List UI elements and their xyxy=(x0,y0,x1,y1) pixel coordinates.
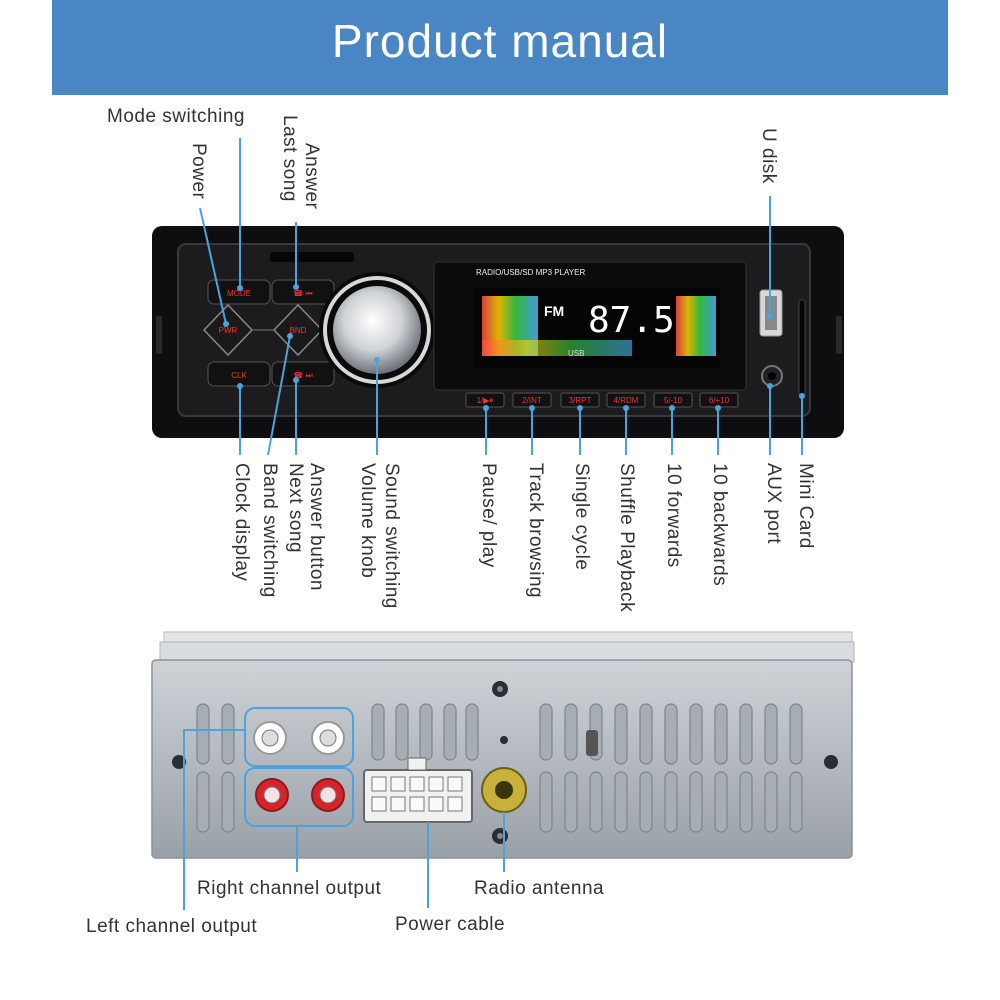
label-next-song: Next song xyxy=(285,463,306,553)
svg-text:☎ ⏮: ☎ ⏮ xyxy=(293,289,312,298)
leader-dot-band-switching xyxy=(287,333,293,339)
label-ten-forwards: 10 forwards xyxy=(663,463,684,568)
preset-buttons: 1/▶⏸ 2/INT 3/RPT 4/RDM 5/-10 6/+10 xyxy=(465,392,739,408)
answer-next-button[interactable]: ☎ ⏭ xyxy=(271,361,335,387)
preset-label-2: 2/INT xyxy=(522,396,542,405)
preset-label-5: 5/-10 xyxy=(664,396,683,405)
preset-button-5[interactable]: 5/-10 xyxy=(653,392,693,408)
label-single-cycle: Single cycle xyxy=(571,463,592,570)
front-panel: MODE ☎ ⏮ PWR BND CLK ☎ ⏭ IR xyxy=(152,226,844,438)
label-answer: Answer xyxy=(301,143,322,210)
label-mini-card: Mini Card xyxy=(795,463,816,549)
device-title: RADIO/USB/SD MP3 PLAYER xyxy=(476,268,585,277)
svg-text:BND: BND xyxy=(290,326,307,335)
preset-button-6[interactable]: 6/+10 xyxy=(699,392,739,408)
pwr-button[interactable]: PWR xyxy=(202,303,254,357)
rca-white-right xyxy=(311,721,345,755)
lcd-frequency: 87.5 xyxy=(588,300,675,341)
header-banner: Product manual xyxy=(52,0,948,95)
label-power: Power xyxy=(188,143,209,200)
mini-card-slot[interactable] xyxy=(798,299,806,397)
antenna-socket xyxy=(481,767,527,813)
leader-band-switching xyxy=(267,335,291,456)
label-right-channel-output: Right channel output xyxy=(197,878,382,899)
bnd-button[interactable]: BND xyxy=(272,303,324,357)
preset-label-1: 1/▶⏸ xyxy=(477,396,494,405)
page-title: Product manual xyxy=(331,15,669,67)
leader-dot-track-browsing xyxy=(529,405,535,411)
leader-dot-ten-backwards xyxy=(715,405,721,411)
label-ten-backwards: 10 backwards xyxy=(709,463,730,586)
rca-red-left xyxy=(255,778,289,812)
svg-text:CLK: CLK xyxy=(231,371,247,380)
leader-dot-shuffle-playback xyxy=(623,405,629,411)
rca-white-left xyxy=(253,721,287,755)
preset-button-2[interactable]: 2/INT xyxy=(512,392,552,408)
label-last-song: Last song xyxy=(279,115,300,202)
leader-dot-mini-card xyxy=(799,393,805,399)
leader-dot-clock-display xyxy=(237,383,243,389)
label-power-cable: Power cable xyxy=(395,914,505,935)
label-track-browsing: Track browsing xyxy=(525,463,546,598)
leader-dot-next-song xyxy=(293,377,299,383)
svg-text:☎ ⏭: ☎ ⏭ xyxy=(293,371,312,380)
label-shuffle-playback: Shuffle Playback xyxy=(616,463,637,612)
leader-dot-volume-knob xyxy=(374,357,380,363)
leader-dot-aux-port xyxy=(767,383,773,389)
label-pause-play: Pause/ play xyxy=(478,463,499,568)
lcd-usb-indicator: USB xyxy=(568,349,584,358)
aux-port[interactable] xyxy=(761,365,783,387)
label-u-disk: U disk xyxy=(758,128,779,184)
leader-dot-pause-play xyxy=(483,405,489,411)
label-left-channel-output: Left channel output xyxy=(86,916,257,937)
answer-last-button[interactable]: ☎ ⏮ xyxy=(271,279,335,305)
preset-button-4[interactable]: 4/RDM xyxy=(606,392,646,408)
preset-label-3: 3/RPT xyxy=(569,396,592,405)
label-radio-antenna: Radio antenna xyxy=(474,878,604,899)
label-aux-port: AUX port xyxy=(763,463,784,544)
power-connector xyxy=(363,757,473,823)
lcd-screen: FM 87.5 USB xyxy=(474,288,720,368)
leader-dot-ten-forwards xyxy=(669,405,675,411)
label-sound-switching: Sound switching xyxy=(381,463,402,609)
preset-button-3[interactable]: 3/RPT xyxy=(560,392,600,408)
mode-button[interactable]: MODE xyxy=(207,279,271,305)
top-leader-lines xyxy=(199,138,773,327)
rear-panel xyxy=(151,631,855,859)
label-volume-knob: Volume knob xyxy=(357,463,378,578)
clk-button[interactable]: CLK xyxy=(207,361,271,387)
volume-knob[interactable] xyxy=(319,272,435,388)
rear-leader-lines xyxy=(183,729,505,910)
label-mode-switching: Mode switching xyxy=(107,106,245,127)
rca-red-right xyxy=(311,778,345,812)
preset-label-6: 6/+10 xyxy=(709,396,730,405)
label-answer-button: Answer button xyxy=(306,463,327,591)
preset-label-4: 4/RDM xyxy=(614,396,639,405)
label-band-switching: Band switching xyxy=(259,463,280,598)
leader-dot-single-cycle xyxy=(577,405,583,411)
svg-text:PWR: PWR xyxy=(219,326,238,335)
lcd-band: FM xyxy=(544,303,564,319)
label-clock-display: Clock display xyxy=(231,463,252,581)
preset-button-1[interactable]: 1/▶⏸ xyxy=(465,392,505,408)
svg-text:MODE: MODE xyxy=(227,289,251,298)
